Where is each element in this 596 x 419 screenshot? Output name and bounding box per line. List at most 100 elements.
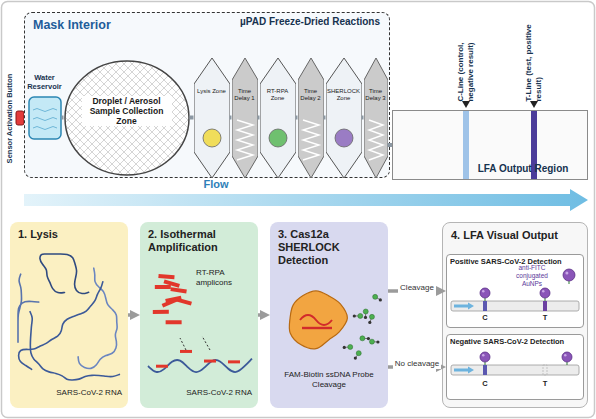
biotin-label [376, 340, 379, 343]
biotin-label [364, 316, 367, 319]
flow-channel [190, 116, 194, 120]
text-holder: SHERLOCK Zone [326, 88, 362, 102]
fam-label [348, 344, 353, 349]
zone-group-heading: µPAD Freeze-Dried Reactions [232, 16, 388, 28]
amplicon [155, 285, 171, 289]
node-figure [326, 58, 362, 178]
amplicon [170, 287, 186, 293]
test-line [543, 301, 547, 311]
text-holder: C [479, 379, 491, 388]
flow-channel [388, 143, 393, 147]
node-text: anti-FITC conjugated AuNPs [509, 264, 555, 287]
text-holder: Negative SARS-CoV-2 Detection [450, 337, 582, 346]
node-text: Time Delay 2 [298, 88, 324, 102]
output-panel: Positive SARS-CoV-2 Detectionanti-FITC c… [442, 222, 588, 408]
primer [228, 360, 240, 363]
node-figure [298, 58, 324, 178]
gold-nanoparticle [480, 352, 490, 362]
amplicon [162, 298, 178, 308]
text-holder: C [479, 313, 491, 322]
node-figure [10, 222, 128, 408]
test-line [543, 365, 547, 375]
zone-outline [326, 58, 362, 178]
biotin-label [367, 337, 370, 340]
delay-channel [303, 120, 319, 160]
label-holder: C-Line (control, negative result) [456, 9, 475, 101]
rna-strand [18, 274, 39, 342]
primer [156, 365, 168, 368]
node-text: Droplet / Aerosol Sample Collection Zone [82, 96, 172, 127]
node-text: Lysis Zone [194, 88, 230, 95]
process-panel: 2. Isothermal AmplificationRT-RPA amplic… [140, 222, 258, 408]
rna-strand [148, 359, 252, 372]
edge-label: Cleavage [398, 283, 436, 293]
label-holder: µPAD Freeze-Dried Reactions [232, 16, 388, 28]
label-holder: Flow [196, 178, 236, 191]
sensor-button [16, 111, 24, 125]
antibody [485, 362, 486, 365]
reaction-zone: SHERLOCK Zone [326, 58, 362, 178]
fam-label [363, 309, 368, 314]
flow-channel [62, 116, 64, 120]
time-delay-zone: Time Delay 3 [364, 58, 388, 178]
zone-outline [194, 58, 230, 178]
amplicon [158, 274, 174, 279]
node-text: LFA Output Region [463, 163, 583, 175]
particle-highlight [482, 354, 485, 357]
gold-nanoparticle [563, 269, 575, 281]
flow-channel [230, 116, 232, 120]
amplicon [153, 310, 169, 314]
text-holder: anti-FITC conjugated AuNPs [509, 264, 555, 287]
flow-mark [454, 305, 468, 308]
text-holder: 1. Lysis [18, 228, 122, 241]
node-text: 1. Lysis [18, 228, 122, 241]
text-holder: LFA Output Region [463, 163, 583, 175]
text-holder: SARS-CoV-2 RNA [160, 388, 252, 398]
control-line [483, 365, 487, 375]
biotin-label [368, 321, 371, 324]
delay-channel [237, 120, 253, 160]
node-text: SHERLOCK Zone [326, 88, 362, 102]
fam-label [373, 294, 378, 299]
particle-highlight [482, 290, 485, 293]
node-text: Water Reservoir [25, 73, 65, 91]
node-text: 2. Isothermal Amplification [148, 228, 254, 254]
test-strip-result: Positive SARS-CoV-2 Detectionanti-FITC c… [446, 254, 584, 328]
flow-channel [296, 116, 298, 120]
process-arrow [388, 289, 438, 293]
amplicon [163, 280, 179, 288]
target-dna [302, 327, 332, 329]
node-text: Positive SARS-CoV-2 Detection [450, 257, 582, 266]
text-holder: 4. LFA Visual Output [451, 229, 581, 242]
gold-nanoparticle [540, 288, 550, 298]
node-text: SARS-CoV-2 RNA [160, 388, 252, 398]
fam-label [358, 313, 363, 318]
line-label: T-Line (test, positive result) [524, 9, 543, 101]
node-text: SARS-CoV-2 RNA [30, 388, 122, 398]
text-holder: T [539, 313, 551, 322]
primer [204, 360, 216, 363]
control-line [483, 301, 487, 311]
water-wave [33, 117, 57, 120]
text-holder: Water Reservoir [25, 73, 65, 91]
crrna [300, 315, 332, 325]
text-holder: RT-RPA Zone [260, 88, 296, 102]
lfa-strip: LFA Output Region [392, 110, 588, 180]
text-holder: RT-RPA amplicons [196, 268, 252, 287]
reservoir-body [29, 97, 61, 139]
amplification-arrow [180, 336, 210, 350]
flow-channel [362, 116, 364, 120]
node-text: T [539, 379, 551, 388]
biotin-label [353, 314, 356, 317]
reaction-zone: Lysis Zone [194, 58, 230, 178]
label-holder: T-Line (test, positive result) [524, 9, 543, 101]
node-figure [232, 58, 258, 178]
fam-label [356, 351, 361, 356]
amplicon [166, 320, 182, 324]
line-label: C-Line (control, negative result) [456, 9, 475, 101]
node-text: FAM-Biotin ssDNA Probe Cleavage [276, 370, 382, 389]
text-holder: Time Delay 1 [232, 88, 258, 102]
button-label: Sensor Activation Button [5, 62, 14, 174]
process-panel: 1. LysisSARS-CoV-2 RNA [10, 222, 128, 408]
